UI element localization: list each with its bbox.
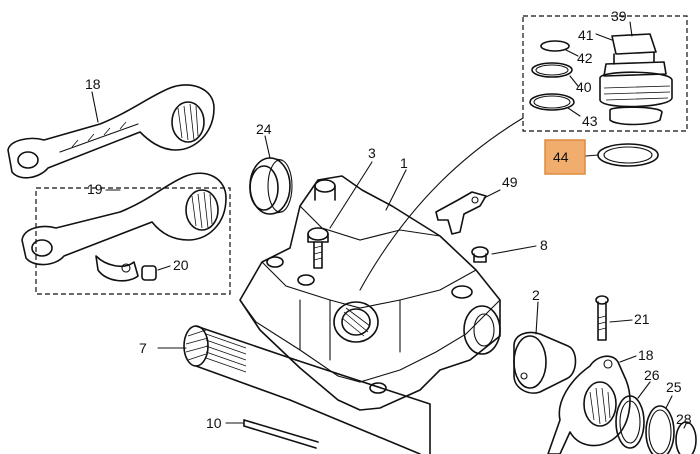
callout-44: 44 <box>553 149 569 165</box>
part-43-ring <box>529 93 575 111</box>
part-8-screw <box>471 246 489 263</box>
part-26-washer <box>615 395 645 449</box>
callout-39: 39 <box>611 8 627 24</box>
part-44-sealing-washer <box>597 143 659 167</box>
part-18-drop-arm-upper <box>7 84 215 179</box>
callout-28: 28 <box>676 411 692 427</box>
callout-10: 10 <box>206 415 222 431</box>
part-2-bush <box>513 331 577 394</box>
callout-44-highlight <box>544 139 586 175</box>
inset-box-plug-assembly <box>522 15 688 132</box>
callout-19: 19 <box>87 181 103 197</box>
part-19-drop-arm-lower <box>21 172 227 282</box>
part-39-filler-plug <box>599 33 673 126</box>
part-3-bolt <box>307 227 329 269</box>
leader-inset-to-casing <box>359 117 524 291</box>
callout-21: 21 <box>634 311 650 327</box>
callout-26: 26 <box>644 367 660 383</box>
part-21-bolt <box>595 295 609 341</box>
callout-18-lower: 18 <box>638 347 654 363</box>
callout-1: 1 <box>400 155 408 171</box>
part-49-bracket <box>435 191 487 235</box>
callout-41: 41 <box>578 27 594 43</box>
callout-18-upper: 18 <box>85 76 101 92</box>
callout-49: 49 <box>502 174 518 190</box>
part-10-pin <box>243 419 319 449</box>
callout-7: 7 <box>139 340 147 356</box>
callout-24: 24 <box>256 121 272 137</box>
callout-8: 8 <box>540 237 548 253</box>
part-1-steering-box-casing <box>239 175 501 411</box>
callout-20: 20 <box>173 257 189 273</box>
part-25-washer <box>645 405 675 454</box>
callout-42: 42 <box>577 50 593 66</box>
part-18-drop-arm-lower <box>547 355 631 454</box>
part-42-washer <box>540 40 570 52</box>
part-24-oil-seal <box>249 157 293 215</box>
callout-25: 25 <box>666 379 682 395</box>
part-20-pin <box>141 265 157 281</box>
part-7-splined-shaft <box>183 325 431 454</box>
callout-40: 40 <box>576 79 592 95</box>
callout-43: 43 <box>582 113 598 129</box>
part-40-ring <box>531 62 573 78</box>
part-28-nut <box>675 421 697 454</box>
callout-2: 2 <box>532 287 540 303</box>
callout-3: 3 <box>368 145 376 161</box>
